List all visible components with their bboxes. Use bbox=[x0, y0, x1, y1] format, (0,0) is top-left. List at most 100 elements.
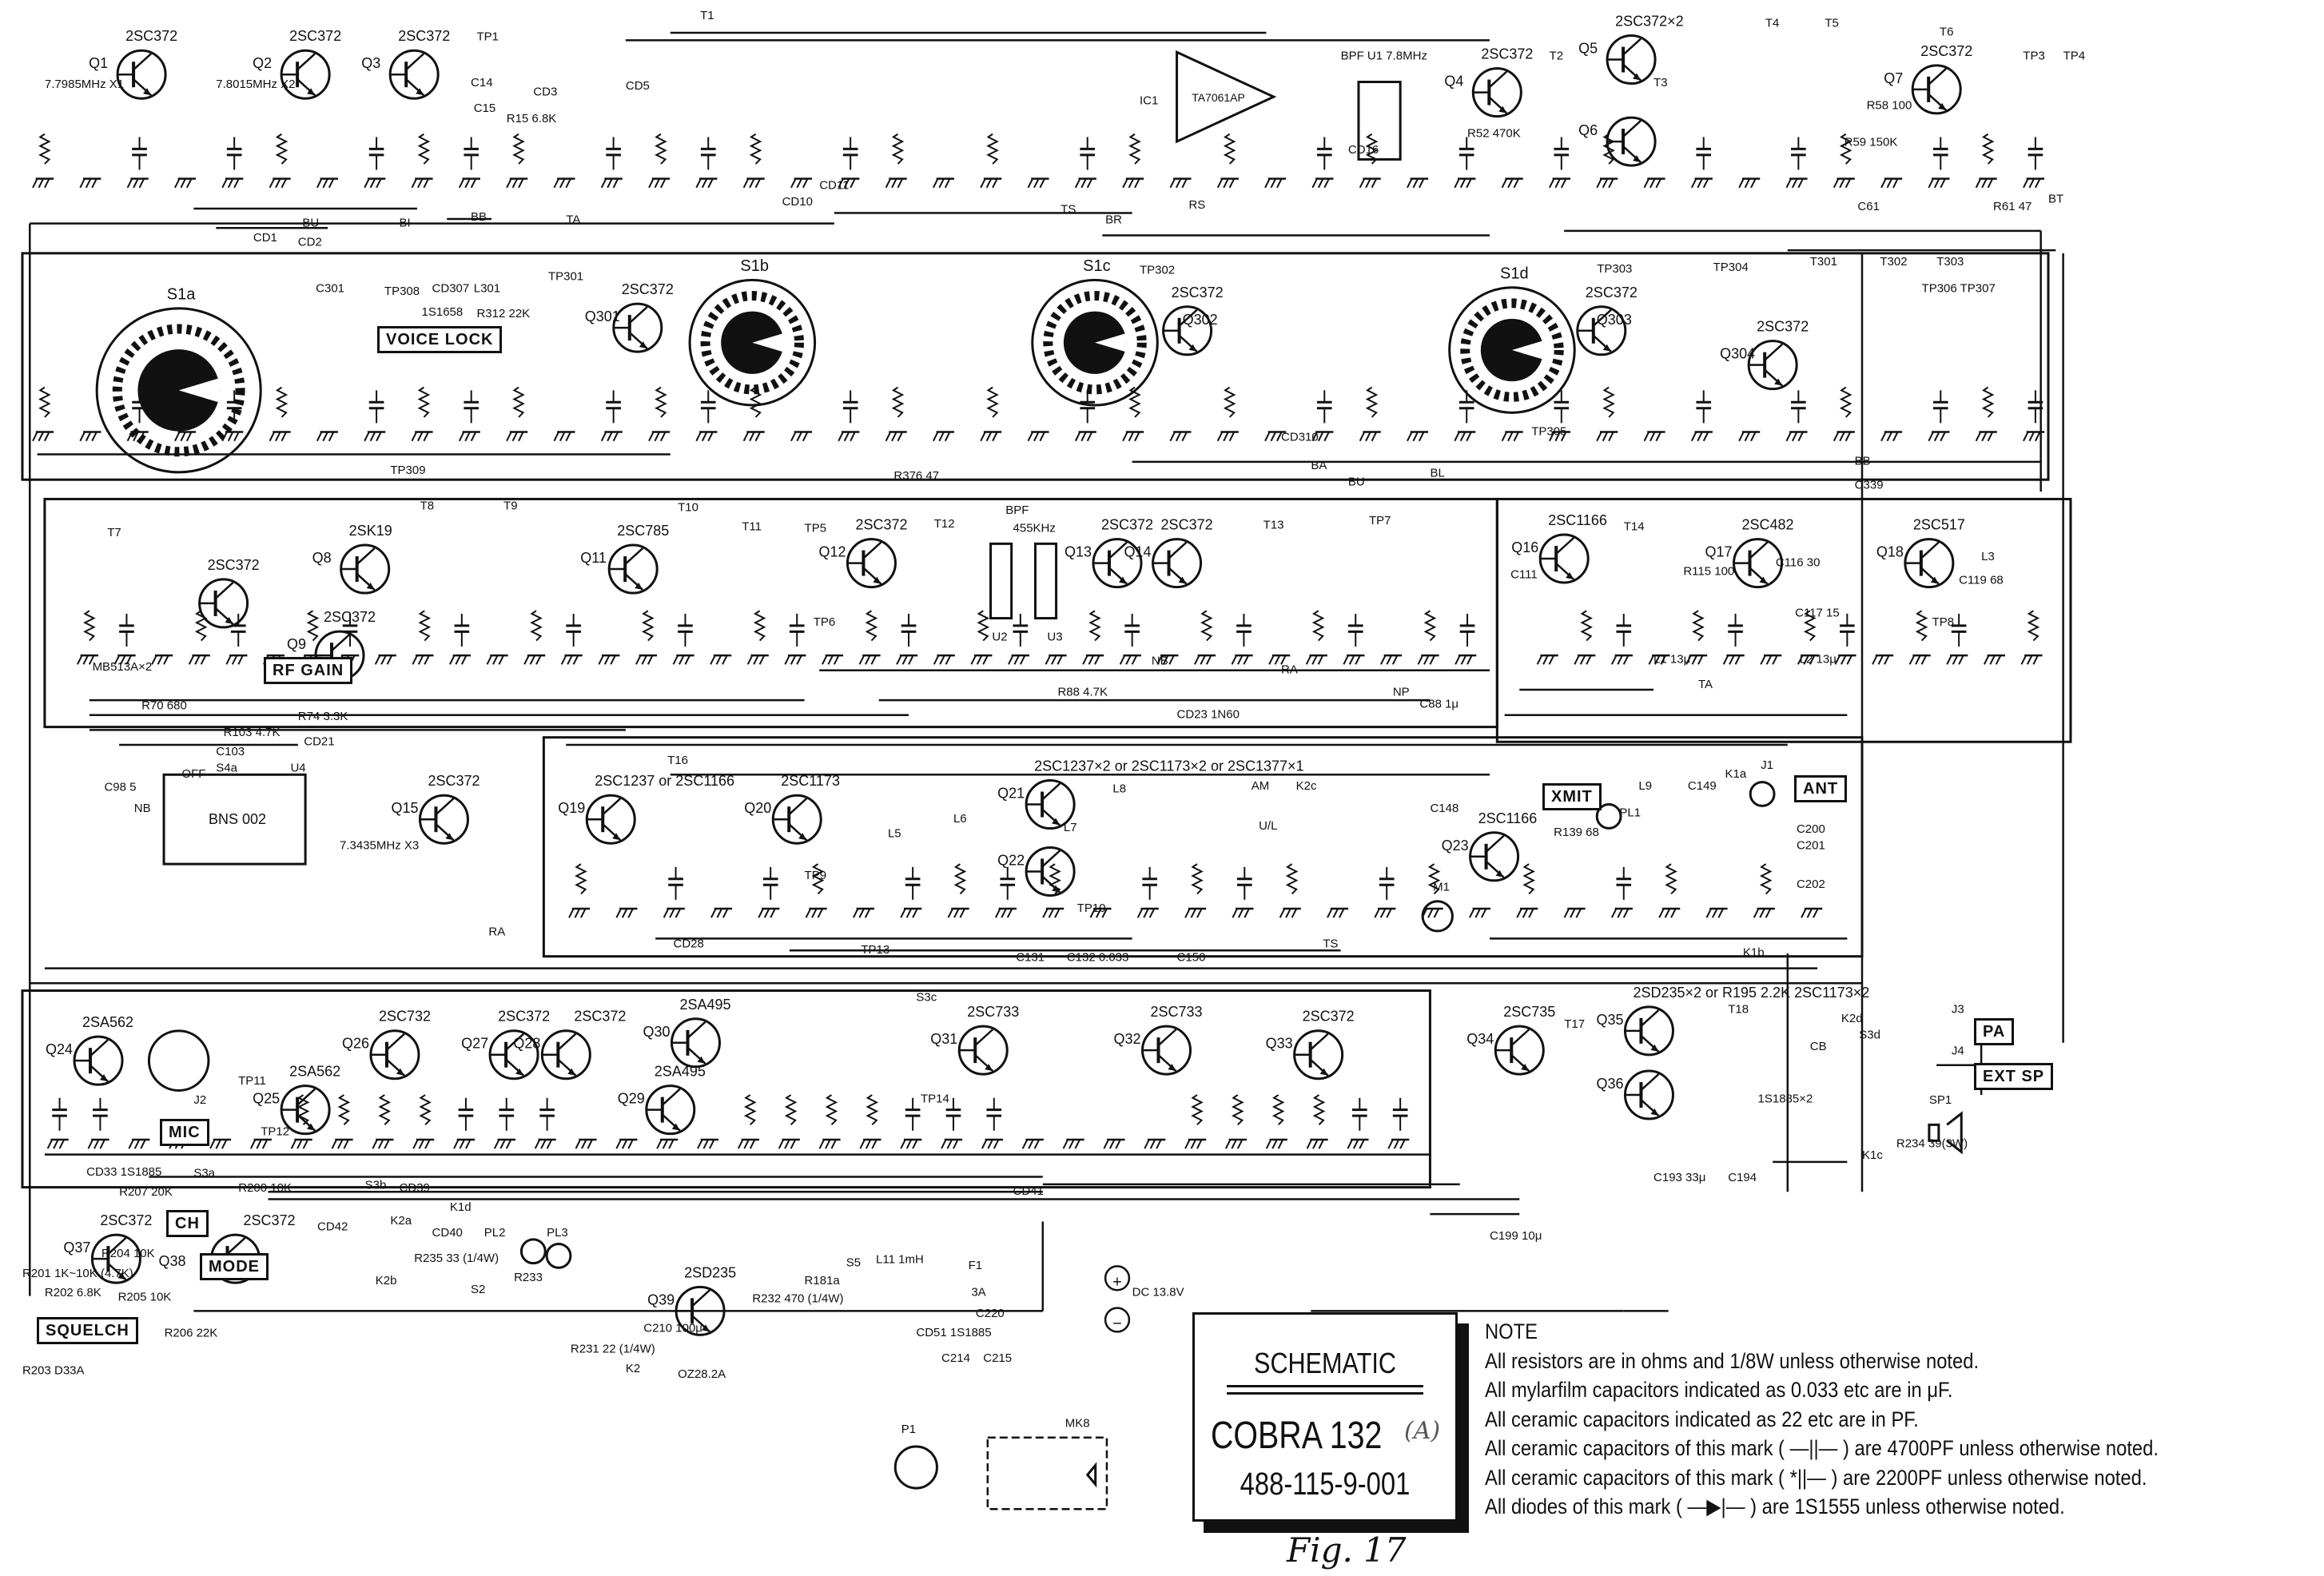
transistor-collector bbox=[1168, 541, 1188, 559]
resistor-symbol bbox=[865, 610, 878, 642]
component-label: R115 100 bbox=[1683, 565, 1734, 579]
ground-symbol bbox=[1270, 432, 1276, 442]
ground-symbol bbox=[523, 655, 530, 665]
ground-symbol bbox=[976, 655, 983, 665]
ground-symbol bbox=[1722, 655, 1729, 665]
ground-symbol bbox=[1460, 655, 1467, 665]
p1-plug bbox=[893, 1445, 938, 1490]
resistor-symbol bbox=[1839, 133, 1852, 165]
component-label: TP6 bbox=[814, 615, 836, 629]
ground-symbol bbox=[464, 178, 471, 189]
component-label: 1S1658 bbox=[422, 305, 464, 319]
component-label: S2 bbox=[471, 1283, 485, 1296]
component-label: TP9 bbox=[805, 869, 827, 882]
ground-symbol bbox=[506, 178, 512, 189]
ground-symbol bbox=[1423, 655, 1430, 665]
ground-symbol bbox=[1563, 908, 1570, 918]
resistor-symbol bbox=[1200, 610, 1213, 642]
ground-symbol bbox=[1759, 908, 1765, 918]
ground-symbol bbox=[825, 1139, 831, 1149]
resistor-symbol bbox=[749, 386, 762, 418]
ground-symbol bbox=[953, 908, 960, 918]
ground-symbol bbox=[1086, 432, 1093, 442]
transistor-arrow bbox=[1188, 344, 1197, 352]
transistor-collector bbox=[296, 1088, 316, 1106]
resistor-symbol bbox=[1312, 1094, 1326, 1126]
ground-symbol bbox=[838, 432, 844, 442]
transistor-ref: Q11 bbox=[580, 550, 607, 566]
ground-symbol bbox=[1380, 655, 1387, 665]
component-label: BI bbox=[400, 216, 411, 229]
ground-symbol bbox=[838, 178, 844, 189]
ground-symbol bbox=[2028, 178, 2035, 189]
ground-symbol bbox=[1200, 655, 1206, 665]
resistor-symbol bbox=[337, 1094, 351, 1126]
ground-symbol bbox=[784, 1139, 790, 1149]
transistor-arrow bbox=[1650, 1044, 1659, 1052]
ground-symbol bbox=[938, 178, 945, 189]
ground-symbol bbox=[1101, 908, 1108, 918]
ground-symbol bbox=[174, 432, 181, 442]
ground-symbol bbox=[1792, 432, 1798, 442]
transistor-arrow bbox=[366, 583, 375, 591]
component-label: R204 10K bbox=[101, 1247, 155, 1260]
ground-symbol bbox=[615, 908, 622, 918]
component-label: C199 10μ bbox=[1490, 1229, 1542, 1243]
ground-symbol bbox=[455, 655, 461, 665]
component-label: K1c bbox=[1862, 1148, 1883, 1162]
transistor-collector bbox=[788, 798, 808, 816]
ground-symbol bbox=[710, 655, 716, 665]
transistor-ref: Q30 bbox=[643, 1024, 670, 1040]
ground-symbol bbox=[572, 655, 579, 665]
ground-symbol bbox=[1697, 178, 1703, 189]
transistor-ref: Q8 bbox=[312, 550, 332, 566]
speaker-sp1 bbox=[1928, 1111, 1963, 1155]
transistor-collector bbox=[661, 1088, 681, 1106]
ground-symbol bbox=[1454, 178, 1460, 189]
transistor-q31 bbox=[957, 1025, 1009, 1076]
ground-symbol bbox=[1513, 432, 1519, 442]
component-label: TP309 bbox=[390, 464, 425, 477]
ground-symbol bbox=[1306, 1139, 1313, 1149]
ground-symbol bbox=[88, 655, 95, 665]
resistor-symbol bbox=[38, 133, 51, 165]
ground-symbol bbox=[843, 178, 850, 189]
mode-label: MODE bbox=[200, 1253, 269, 1280]
ground-symbol bbox=[1387, 1139, 1394, 1149]
transistor-arrow bbox=[612, 833, 621, 841]
ground-symbol bbox=[1765, 655, 1773, 665]
ground-symbol bbox=[1884, 655, 1890, 665]
ground-symbol bbox=[1181, 178, 1188, 189]
transistor-ref: Q2 bbox=[253, 55, 272, 71]
ground-symbol bbox=[511, 432, 519, 442]
u3-filter bbox=[1033, 542, 1058, 620]
switch-label: S1c bbox=[1083, 257, 1110, 275]
note-line: All ceramic capacitors indicated as 22 e… bbox=[1485, 1407, 1919, 1431]
resistor-symbol bbox=[306, 610, 320, 642]
component-label: CD21 bbox=[304, 734, 334, 748]
ground-symbol bbox=[1237, 655, 1244, 665]
transistor-arrow bbox=[1168, 1064, 1176, 1072]
component-label: R61 47 bbox=[1993, 200, 2032, 213]
ground-symbol bbox=[1291, 908, 1298, 918]
ground-symbol bbox=[1813, 908, 1819, 918]
ground-symbol bbox=[1833, 178, 1840, 189]
transistor-part: 2SC372 bbox=[324, 609, 376, 625]
component-label: TP303 bbox=[1597, 262, 1632, 276]
ground-symbol bbox=[1928, 432, 1934, 442]
ground-symbol bbox=[600, 178, 607, 189]
ground-symbol bbox=[1933, 178, 1940, 189]
component-label: 3A bbox=[971, 1286, 985, 1299]
dc-plus-terminal bbox=[1104, 1265, 1131, 1291]
ground-symbol bbox=[1454, 432, 1460, 442]
ground-symbol bbox=[627, 1139, 634, 1149]
transistor-collector bbox=[1764, 343, 1784, 361]
switch-wiper bbox=[1511, 340, 1544, 360]
notes-heading: NOTE bbox=[1485, 1319, 1538, 1343]
ground-symbol bbox=[796, 655, 802, 665]
ground-symbol bbox=[746, 655, 754, 665]
component-label: P1 bbox=[901, 1423, 916, 1436]
component-label: BPF U1 7.8MHz bbox=[1341, 50, 1427, 63]
ground-symbol bbox=[233, 178, 240, 189]
ground-symbol bbox=[237, 655, 244, 665]
